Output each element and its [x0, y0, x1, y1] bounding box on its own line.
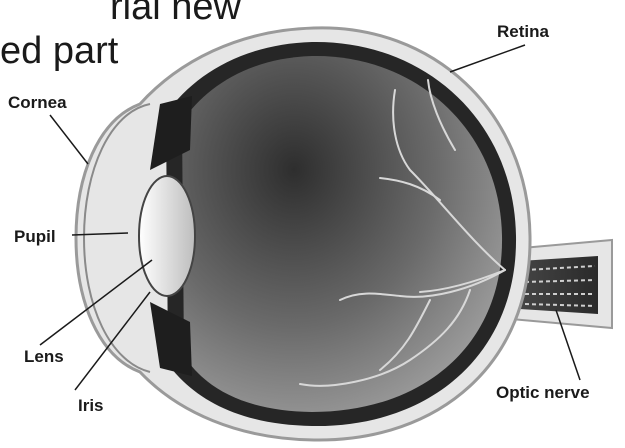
- label-lens: Lens: [24, 347, 64, 366]
- label-retina: Retina: [497, 22, 550, 41]
- label-iris: Iris: [78, 396, 104, 415]
- cornea-pointer: [50, 115, 88, 164]
- label-optic-nerve: Optic nerve: [496, 383, 590, 402]
- label-pupil: Pupil: [14, 227, 56, 246]
- label-cornea: Cornea: [8, 93, 67, 112]
- lens-shape: [139, 176, 195, 296]
- retina-pointer: [450, 45, 525, 72]
